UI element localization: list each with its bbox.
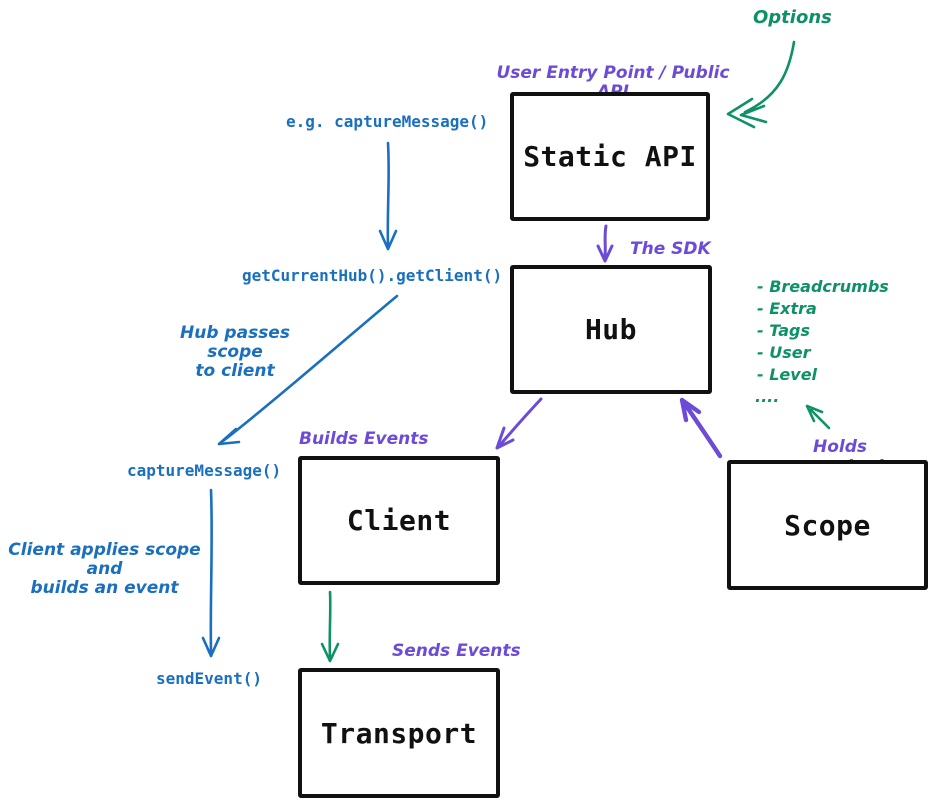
scope-context-list: - Breadcrumbs - Extra - Tags - User - Le…: [755, 276, 889, 408]
arrow-holdscontext-to-list: [805, 404, 831, 430]
hub-annotation: The SDK: [630, 239, 711, 259]
get-current-hub-label: getCurrentHub().getClient(): [242, 266, 503, 285]
transport-box: Transport: [298, 668, 500, 798]
client-box: Client: [298, 456, 500, 585]
eg-capture-message-label: e.g. captureMessage(): [286, 112, 489, 131]
hub-label: Hub: [584, 313, 638, 346]
scope-box: Scope: [727, 460, 928, 590]
transport-label: Transport: [320, 716, 478, 750]
context-list-item: - Breadcrumbs: [757, 277, 889, 296]
client-applies-note: Client applies scope and builds an event: [8, 540, 201, 598]
arrow-client-to-transport: [320, 590, 340, 663]
hub-passes-scope-note: Hub passes scope to client: [180, 323, 290, 381]
scope-label: Scope: [784, 508, 871, 542]
static-api-box: Static API: [510, 92, 710, 221]
static-api-annotation: User Entry Point / Public API: [496, 63, 730, 102]
context-list-item: - Level: [757, 365, 818, 384]
arrow-scope-to-hub: [679, 397, 723, 459]
arrow-hub-to-client: [495, 397, 543, 450]
client-label: Client: [346, 504, 452, 537]
send-event-label: sendEvent(): [156, 669, 262, 688]
context-list-ellipsis: ....: [755, 387, 780, 406]
static-api-label: Static API: [523, 140, 697, 173]
transport-annotation: Sends Events: [392, 641, 521, 661]
context-list-item: - Extra: [757, 299, 817, 318]
client-annotation: Builds Events: [299, 429, 429, 449]
context-list-item: - User: [757, 343, 811, 362]
options-label: Options: [753, 7, 832, 28]
capture-message-label: captureMessage(): [127, 461, 282, 480]
arrow-egcapture-to-getcurrenthub: [378, 141, 398, 251]
context-list-item: - Tags: [757, 321, 810, 340]
hub-box: Hub: [510, 265, 712, 394]
arrow-staticapi-to-hub: [596, 224, 614, 263]
